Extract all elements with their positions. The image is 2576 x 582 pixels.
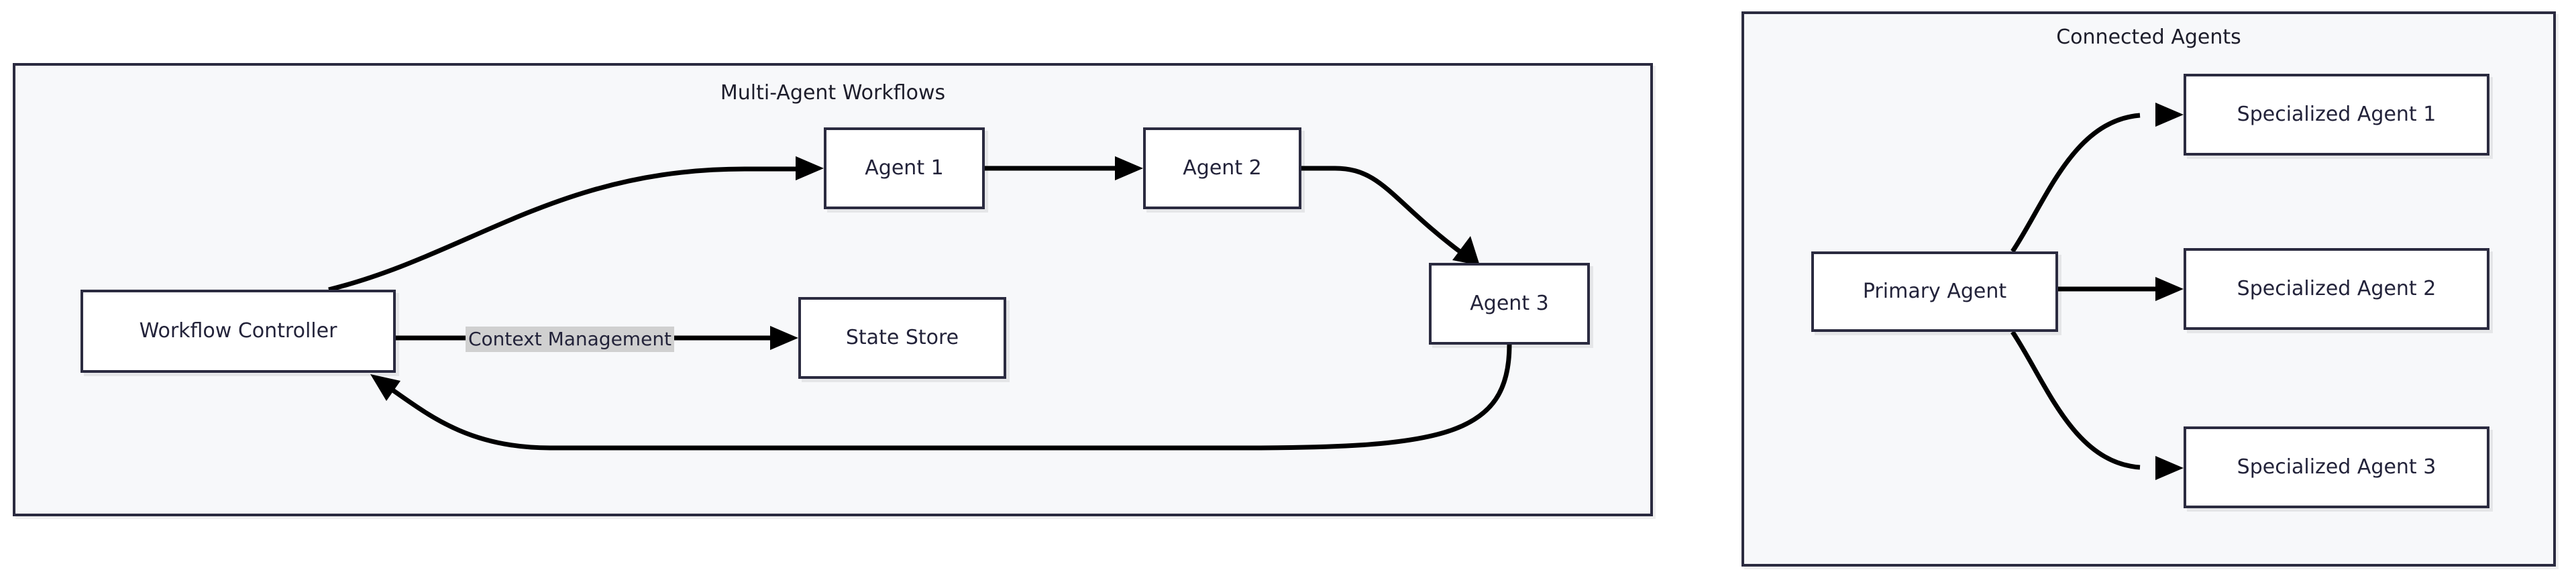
cluster-title-multi-agent-workflows: Multi-Agent Workflows — [720, 81, 946, 105]
node-label-workflow-controller: Workflow Controller — [139, 319, 337, 343]
node-label-agent-3: Agent 3 — [1470, 292, 1549, 315]
node-label-state-store: State Store — [845, 326, 959, 349]
node-specialized-agent-1[interactable]: Specialized Agent 1 — [2184, 74, 2489, 156]
node-label-specialized-agent-1: Specialized Agent 1 — [2237, 103, 2436, 126]
node-specialized-agent-2[interactable]: Specialized Agent 2 — [2184, 248, 2489, 330]
node-agent-2[interactable]: Agent 2 — [1143, 127, 1301, 209]
node-label-primary-agent: Primary Agent — [1862, 280, 2007, 303]
node-agent-1[interactable]: Agent 1 — [824, 127, 985, 209]
node-label-specialized-agent-3: Specialized Agent 3 — [2237, 455, 2436, 479]
node-specialized-agent-3[interactable]: Specialized Agent 3 — [2184, 426, 2489, 508]
cluster-title-connected-agents: Connected Agents — [2056, 25, 2241, 49]
node-label-agent-1: Agent 1 — [865, 156, 944, 180]
edge-label-context-management: Context Management — [466, 327, 675, 352]
node-label-specialized-agent-2: Specialized Agent 2 — [2237, 277, 2436, 300]
node-state-store[interactable]: State Store — [798, 297, 1006, 379]
node-primary-agent[interactable]: Primary Agent — [1811, 251, 2058, 332]
node-workflow-controller[interactable]: Workflow Controller — [80, 290, 396, 373]
node-label-agent-2: Agent 2 — [1183, 156, 1262, 180]
node-agent-3[interactable]: Agent 3 — [1429, 263, 1590, 345]
